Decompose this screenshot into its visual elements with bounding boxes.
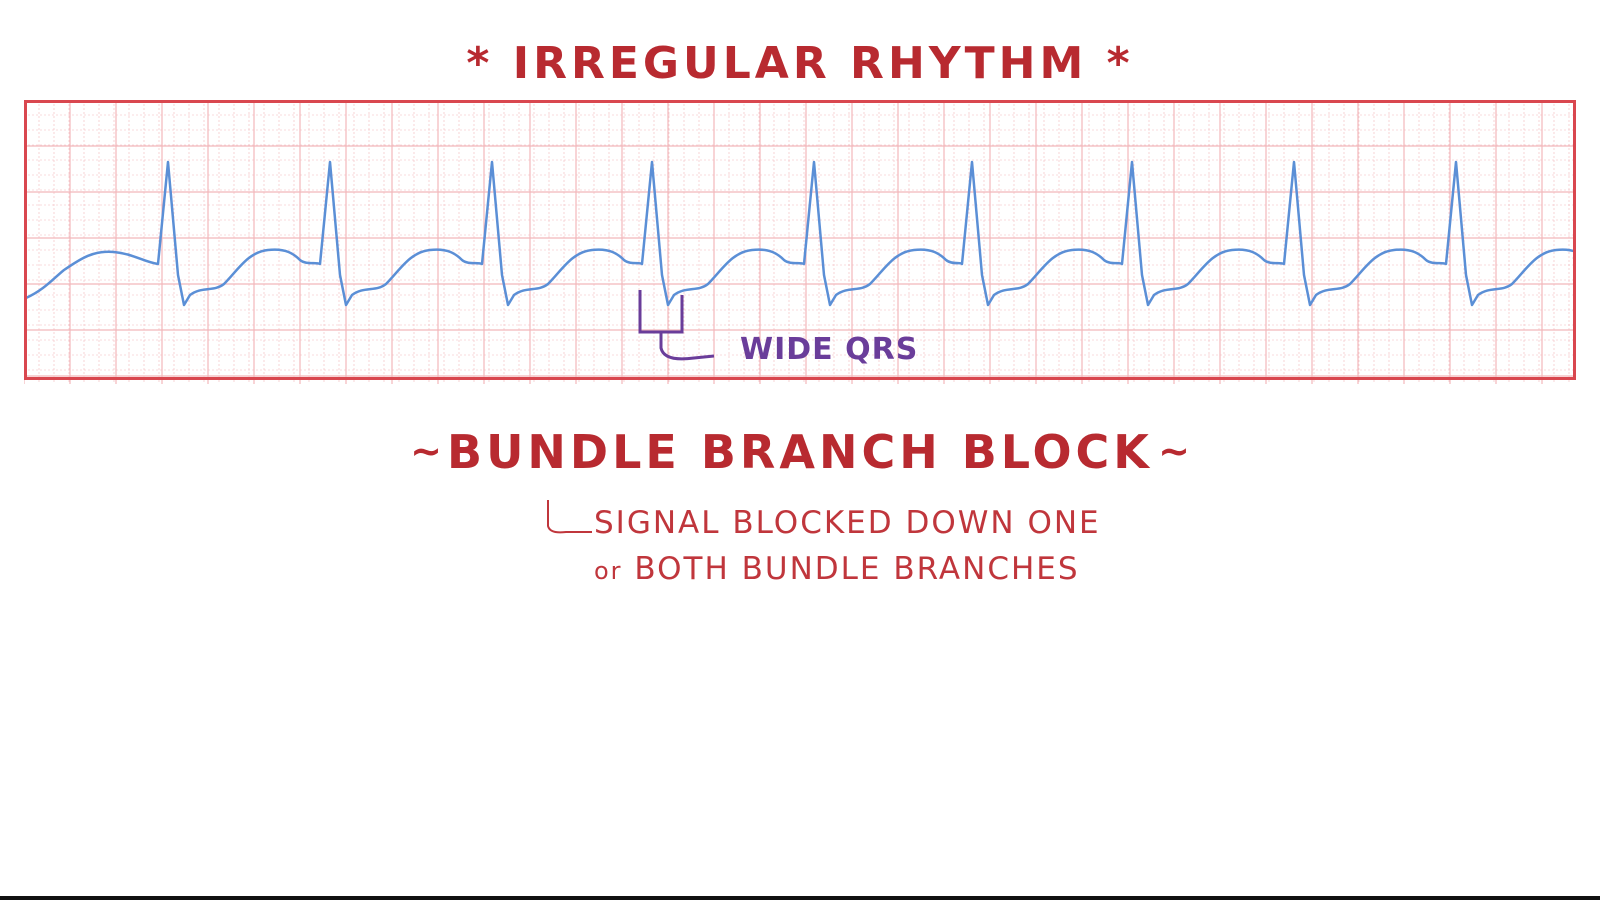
ecg-trace — [24, 160, 1576, 307]
tilde-left: ~ — [410, 429, 442, 473]
ecg-grid — [24, 100, 1576, 384]
ecg-strip — [24, 100, 1576, 384]
wide-qrs-pointer — [659, 332, 715, 361]
description-line-1: SIGNAL BLOCKED DOWN ONE — [594, 505, 1101, 541]
strip-border — [24, 100, 1576, 380]
tilde-right: ~ — [1158, 429, 1190, 473]
subtitle-row: ~ BUNDLE BRANCH BLOCK ~ — [0, 425, 1600, 479]
description-line-2-rest: BOTH BUNDLE BRANCHES — [634, 551, 1080, 587]
subtitle: BUNDLE BRANCH BLOCK — [447, 425, 1153, 479]
description: SIGNAL BLOCKED DOWN ONE or BOTH BUNDLE B… — [594, 500, 1101, 594]
ecg-chart — [24, 100, 1576, 384]
wide-qrs-bracket — [638, 290, 684, 334]
description-or: or — [594, 557, 623, 585]
bottom-edge — [0, 896, 1600, 900]
description-line-2: or BOTH BUNDLE BRANCHES — [594, 546, 1101, 594]
description-bracket — [547, 500, 592, 534]
wide-qrs-label: WIDE QRS — [740, 332, 919, 367]
diagram-title: * IRREGULAR RHYTHM * — [466, 38, 1134, 89]
